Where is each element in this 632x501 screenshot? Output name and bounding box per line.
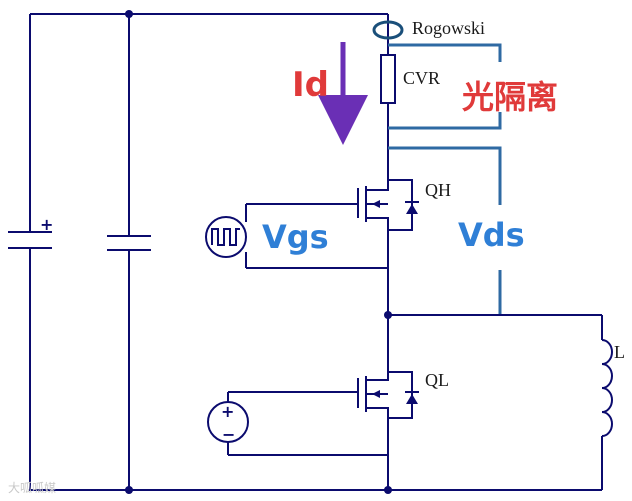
source-plus-sign: + xyxy=(221,402,234,421)
optical-isolation-probe-leads xyxy=(388,43,502,130)
drain-current-path xyxy=(372,14,404,180)
square-wave-source-icon xyxy=(205,204,247,268)
bus-capacitor-polarized xyxy=(8,222,52,262)
inductor-label: L xyxy=(614,342,625,362)
dc-voltage-source-icon xyxy=(207,392,249,455)
watermark-text: 大呱呱媒 xyxy=(8,480,56,495)
inductor-coil-icon xyxy=(601,315,613,490)
drain-current-label: Id xyxy=(292,65,329,105)
bus-capacitor-film xyxy=(107,222,151,262)
vds-probe-leads xyxy=(388,146,502,315)
vgs-label: Vgs xyxy=(262,218,329,256)
vds-label: Vds xyxy=(458,216,525,254)
switch-node xyxy=(384,268,602,372)
rogowski-coil-icon xyxy=(372,20,404,40)
high-side-switch-label: QH xyxy=(425,180,451,200)
low-side-mosfet xyxy=(228,371,419,490)
optical-isolation-label: 光隔离 xyxy=(462,78,558,116)
cvr-shunt-resistor xyxy=(380,54,396,104)
capacitor-polarity-plus: + xyxy=(40,215,53,234)
rogowski-label: Rogowski xyxy=(412,18,485,38)
high-side-mosfet xyxy=(246,179,419,269)
cvr-label: CVR xyxy=(403,68,440,88)
low-side-switch-label: QL xyxy=(425,370,449,390)
source-minus-sign: − xyxy=(222,425,235,444)
dc-bus-wiring xyxy=(29,10,602,494)
